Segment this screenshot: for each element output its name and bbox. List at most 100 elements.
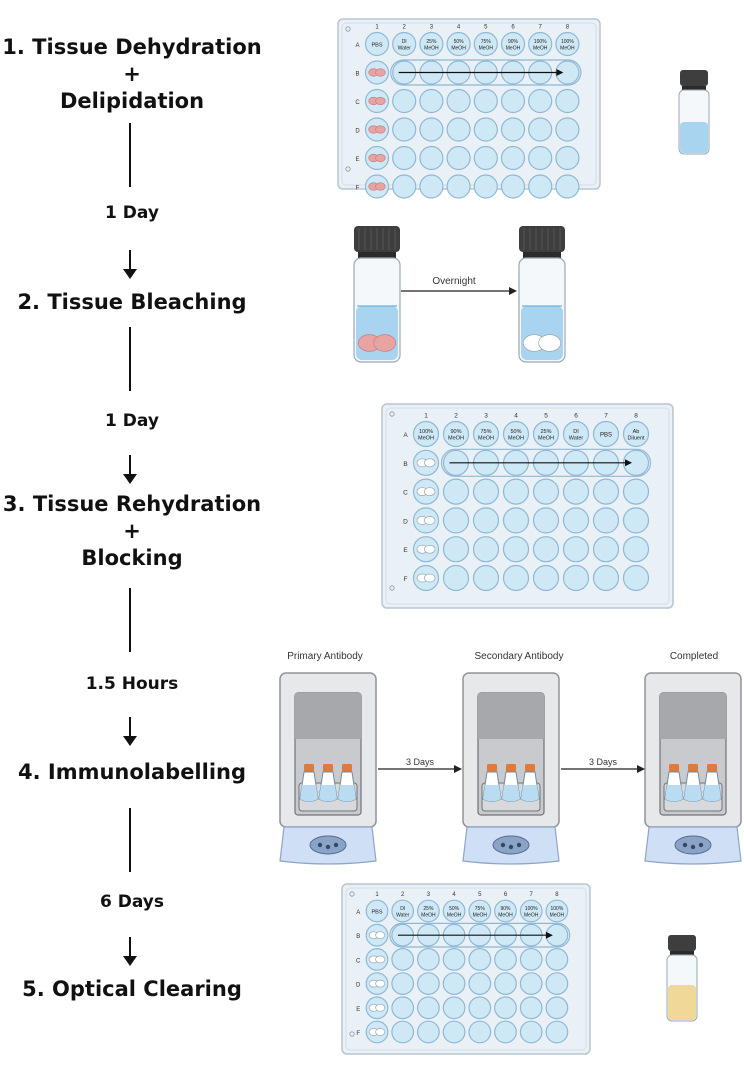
- plate-well: [391, 972, 415, 995]
- duration-3: 1.5 Hours: [85, 674, 179, 694]
- plate-well: [555, 174, 580, 199]
- plate-well: [592, 536, 620, 563]
- connector-line-1: [129, 123, 131, 187]
- tissue-pink: [357, 334, 397, 352]
- incubator-arrow-2: [561, 765, 645, 773]
- well-label: 25%: [540, 429, 551, 435]
- plate-well: [532, 507, 560, 534]
- tube-liquid: [338, 785, 356, 802]
- tissue-white: [368, 931, 386, 940]
- plate-row-letter: E: [356, 1007, 360, 1013]
- plate-well: [545, 899, 569, 923]
- tube-liquid: [502, 785, 520, 802]
- plate-column-number: 5: [478, 892, 482, 898]
- well-label: 75%: [475, 906, 486, 912]
- well-label: DI: [402, 39, 407, 45]
- plate-well: [442, 1020, 466, 1044]
- plate-well: [494, 1020, 517, 1044]
- plate-well: [446, 88, 471, 114]
- tissue-white: [368, 1028, 386, 1036]
- plate-well: [442, 564, 470, 592]
- down-arrow-icon: [123, 455, 137, 484]
- plate-column-number: 3: [484, 413, 488, 420]
- plate-row-b-track: [389, 922, 571, 948]
- well-label: MeOH: [550, 913, 565, 919]
- well-label: MeOH: [479, 46, 494, 52]
- control-button: [325, 844, 331, 850]
- tube-liquid: [319, 785, 337, 802]
- incubator-completed: [644, 672, 742, 865]
- tissue-pink: [368, 96, 386, 106]
- plate-column-number: 8: [555, 892, 559, 898]
- plate-column-number: 8: [566, 25, 570, 31]
- well-label: Water: [396, 913, 409, 919]
- plate-well: [416, 1020, 440, 1044]
- connector-line-4: [129, 808, 131, 872]
- well-label: 50%: [449, 906, 460, 912]
- plate-well: [468, 947, 492, 971]
- plate-corner-mark: [389, 585, 395, 591]
- well-label: PBS: [600, 433, 612, 439]
- bleaching-vial-before: [353, 226, 401, 363]
- bleaching-arrow-label: Overnight: [432, 276, 476, 287]
- tube-cap: [669, 764, 679, 772]
- vial-cap: [680, 70, 708, 86]
- tissue-white: [368, 979, 386, 988]
- well-label: MeOH: [473, 913, 488, 919]
- plate-well: [592, 478, 620, 505]
- tube-liquid: [703, 785, 721, 802]
- plate-well: [545, 972, 569, 995]
- well-label: Water: [398, 46, 411, 52]
- control-button: [500, 842, 506, 848]
- vial-cap: [668, 935, 696, 951]
- plate-well: [545, 947, 569, 971]
- plate-column-number: 7: [539, 25, 543, 31]
- plate-corner-mark: [349, 891, 355, 897]
- plate-well: [622, 478, 650, 505]
- plate-well: [442, 536, 470, 563]
- plate-well: [416, 899, 440, 923]
- well-label: 75%: [481, 39, 492, 45]
- plate-well: [412, 420, 440, 448]
- tissue-pink: [368, 153, 386, 163]
- plate-row-letter: C: [403, 490, 408, 497]
- well-label: MeOH: [506, 46, 521, 52]
- plate-well: [472, 507, 500, 534]
- incubator-primary: [279, 672, 377, 865]
- plate-well: [468, 899, 492, 923]
- plate-well: [562, 507, 590, 534]
- plate-well: [446, 145, 471, 171]
- vial-liquid: [668, 985, 696, 1020]
- tube-liquid: [300, 785, 318, 802]
- plate-well: [391, 1020, 415, 1044]
- plate-well: [528, 117, 553, 142]
- control-button: [698, 842, 704, 848]
- plate-well: [562, 420, 590, 448]
- plate-row-letter: B: [356, 934, 360, 940]
- plate-well: [494, 947, 517, 971]
- tube-cap: [487, 764, 497, 772]
- plate-well: [442, 478, 470, 505]
- plate-well: [519, 972, 543, 995]
- plate-well: [555, 31, 580, 57]
- plate-well: [391, 947, 415, 971]
- plate-row-letter: F: [356, 1031, 360, 1037]
- plate-well: [562, 478, 590, 505]
- plate-column-number: 4: [452, 892, 456, 898]
- plate-row-b-track: [440, 448, 652, 477]
- plate-well: [442, 947, 466, 971]
- step-4-line-1: 4. Immunolabelling: [17, 760, 247, 784]
- plate-well: [562, 536, 590, 563]
- plate-corner-mark: [349, 1031, 355, 1037]
- well-label: MeOH: [418, 436, 434, 442]
- plate-well: [472, 420, 500, 448]
- plate-row-letter: D: [356, 983, 361, 989]
- plate-well: [419, 31, 444, 57]
- well-label: MeOH: [451, 46, 466, 52]
- well-label: MeOH: [508, 436, 524, 442]
- well-label: 25%: [426, 39, 437, 45]
- tube-cap: [323, 764, 333, 772]
- tissue-white: [416, 487, 436, 496]
- plate-arrow-head: [625, 459, 632, 467]
- tube-cap: [688, 764, 698, 772]
